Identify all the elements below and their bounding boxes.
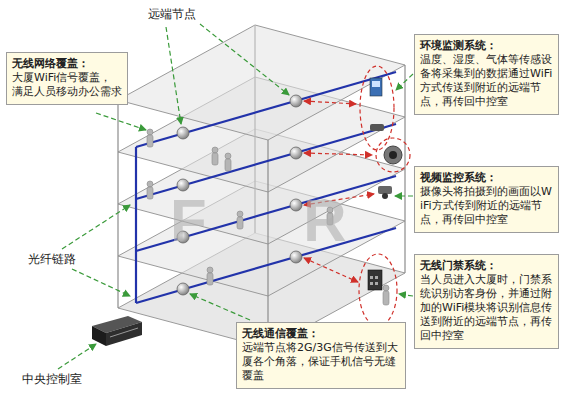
callout-body: 摄像头将拍摄到的画面以WiFi方式传到附近的远端节点，再传回中控室 <box>420 185 553 227</box>
callout-body: 当人员进入大厦时，门禁系统识别访客身份，并通过附加的WiFi模块将识别信息传送到… <box>420 273 553 343</box>
callout-heading: 无线通信覆盖： <box>242 327 400 341</box>
people <box>147 129 389 305</box>
control-room-equipment <box>92 316 142 346</box>
callout-body: 大厦WiFi信号覆盖，满足人员移动办公需求 <box>12 71 122 99</box>
floor-slabs <box>118 25 405 348</box>
callout-box: 视频监控系统：摄像头将拍摄到的画面以WiFi方式传到附近的远端节点，再传回中控室 <box>414 166 559 233</box>
callout-box: 环境监测系统：温度、湿度、气体等传感设备将采集到的数据通过WiFi方式传送到附近… <box>414 34 559 115</box>
callout-heading: 无线网络覆盖： <box>12 57 122 71</box>
callout-heading: 无线门禁系统： <box>420 259 553 273</box>
callout-body: 远端节点将2G/3G信号传送到大厦各个角落，保证手机信号无缝覆盖 <box>242 341 400 383</box>
fiber-label: 光纤链路 <box>26 252 78 266</box>
columns <box>118 25 405 348</box>
callout-box: 无线网络覆盖：大厦WiFi信号覆盖，满足人员移动办公需求 <box>6 52 128 105</box>
fiber-links <box>136 72 396 303</box>
callout-heading: 视频监控系统： <box>420 171 553 185</box>
callout-heading: 环境监测系统： <box>420 39 553 53</box>
callout-box: 无线门禁系统：当人员进入大厦时，门禁系统识别访客身份，并通过附加的WiFi模块将… <box>414 254 559 349</box>
control-room-label: 中央控制室 <box>20 372 84 386</box>
callout-box: 无线通信覆盖：远端节点将2G/3G信号传送到大厦各个角落，保证手机信号无缝覆盖 <box>236 322 406 389</box>
callout-body: 温度、湿度、气体等传感设备将采集到的数据通过WiFi方式传送到附近的远端节点，再… <box>420 53 553 109</box>
node-callout-label: 远端节点 <box>146 7 198 21</box>
watermark: F R <box>170 186 387 255</box>
devices <box>368 78 402 290</box>
